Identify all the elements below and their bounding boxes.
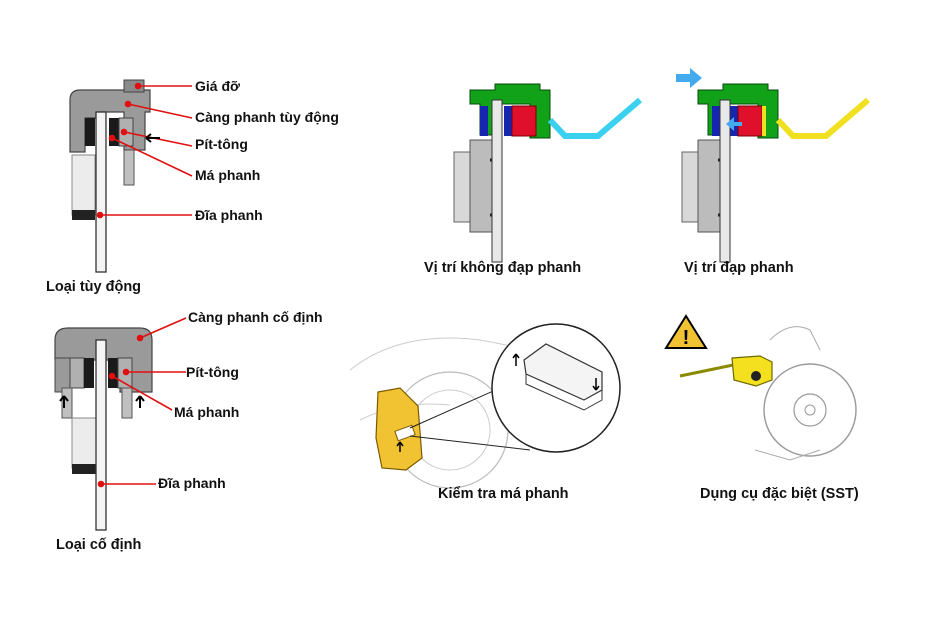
pad-inspection-diagram: Kiểm tra má phanh — [340, 310, 640, 510]
sst-drawing: ! — [664, 314, 857, 461]
released-pad-outer — [480, 106, 488, 136]
arrow-up-right — [135, 395, 145, 408]
label-fixed-caliper: Càng phanh cố định — [188, 309, 323, 325]
pressed-fluid-line — [775, 97, 870, 139]
fixed-caption: Loại cố định — [56, 537, 142, 553]
floating-caliper-drawing — [69, 79, 193, 273]
label-bracket: Giá đỡ — [195, 78, 240, 94]
pressed-position-diagram: Vị trí đạp phanh — [668, 60, 888, 290]
released-piston — [511, 105, 537, 137]
disc — [95, 111, 107, 273]
sst-tool-handle — [679, 362, 739, 378]
pressed-disc — [719, 99, 731, 263]
pressed-pad-arrow — [726, 117, 742, 131]
hub-shadow — [72, 210, 95, 220]
label-fixed-disc: Đĩa phanh — [158, 475, 226, 491]
fixed-leg-left — [61, 387, 73, 419]
label-disc: Đĩa phanh — [195, 207, 263, 223]
pressed-caption: Vị trí đạp phanh — [684, 260, 794, 276]
pressed-piston — [737, 105, 763, 137]
released-caption: Vị trí không đạp phanh — [424, 260, 582, 276]
sst-tool-head — [731, 355, 773, 387]
fixed-caliper-drawing — [54, 317, 187, 531]
released-drawing — [453, 83, 642, 263]
hub-shape — [71, 154, 96, 216]
inspection-caliper — [375, 387, 423, 471]
pressed-hub-inner — [697, 139, 721, 233]
pressed-pad-outer — [712, 106, 720, 136]
released-position-diagram: Vị trí không đạp phanh — [424, 60, 660, 290]
warning-icon — [664, 314, 708, 349]
label-fixed-piston: Pít-tông — [186, 364, 239, 380]
pad-outer — [85, 118, 95, 146]
label-piston: Pít-tông — [195, 136, 248, 152]
released-disc — [491, 99, 503, 263]
pressed-fluid-chamber — [762, 106, 766, 136]
released-hub-inner — [469, 139, 493, 233]
special-tool-diagram: ! Dụng cụ đặc biệt (SST) — [660, 310, 900, 510]
inspection-caption: Kiểm tra má phanh — [438, 486, 569, 502]
caliper-leg — [123, 149, 135, 186]
fixed-leg-right — [121, 387, 133, 419]
floating-caption: Loại tùy động — [46, 279, 142, 295]
pad-inner — [109, 118, 119, 146]
pressed-drawing — [676, 68, 870, 263]
fixed-piston-left — [69, 357, 85, 389]
pressed-push-arrow — [676, 68, 702, 88]
fixed-caliper-left — [54, 357, 71, 393]
arrow-up-left — [59, 395, 69, 408]
fixed-hub — [71, 417, 97, 469]
inspection-drawing — [349, 323, 621, 489]
label-fixed-pad: Má phanh — [174, 404, 240, 420]
force-arrow — [145, 133, 160, 143]
released-fluid-line — [547, 97, 642, 139]
sst-caption: Dụng cụ đặc biệt (SST) — [700, 486, 859, 502]
label-pad: Má phanh — [195, 167, 261, 183]
fixed-caliper-diagram: Càng phanh cố định Pít-tông Má phanh Đĩa… — [0, 300, 400, 619]
floating-caliper-diagram: Giá đỡ Càng phanh tùy động Pít-tông Má p… — [0, 0, 400, 300]
fixed-disc — [95, 339, 107, 531]
released-pad-inner — [504, 106, 512, 136]
label-floating-caliper: Càng phanh tùy động — [195, 109, 339, 125]
fixed-pad-left — [84, 358, 94, 388]
fixed-hub-shadow — [72, 464, 96, 474]
svg-text:!: ! — [683, 327, 690, 349]
